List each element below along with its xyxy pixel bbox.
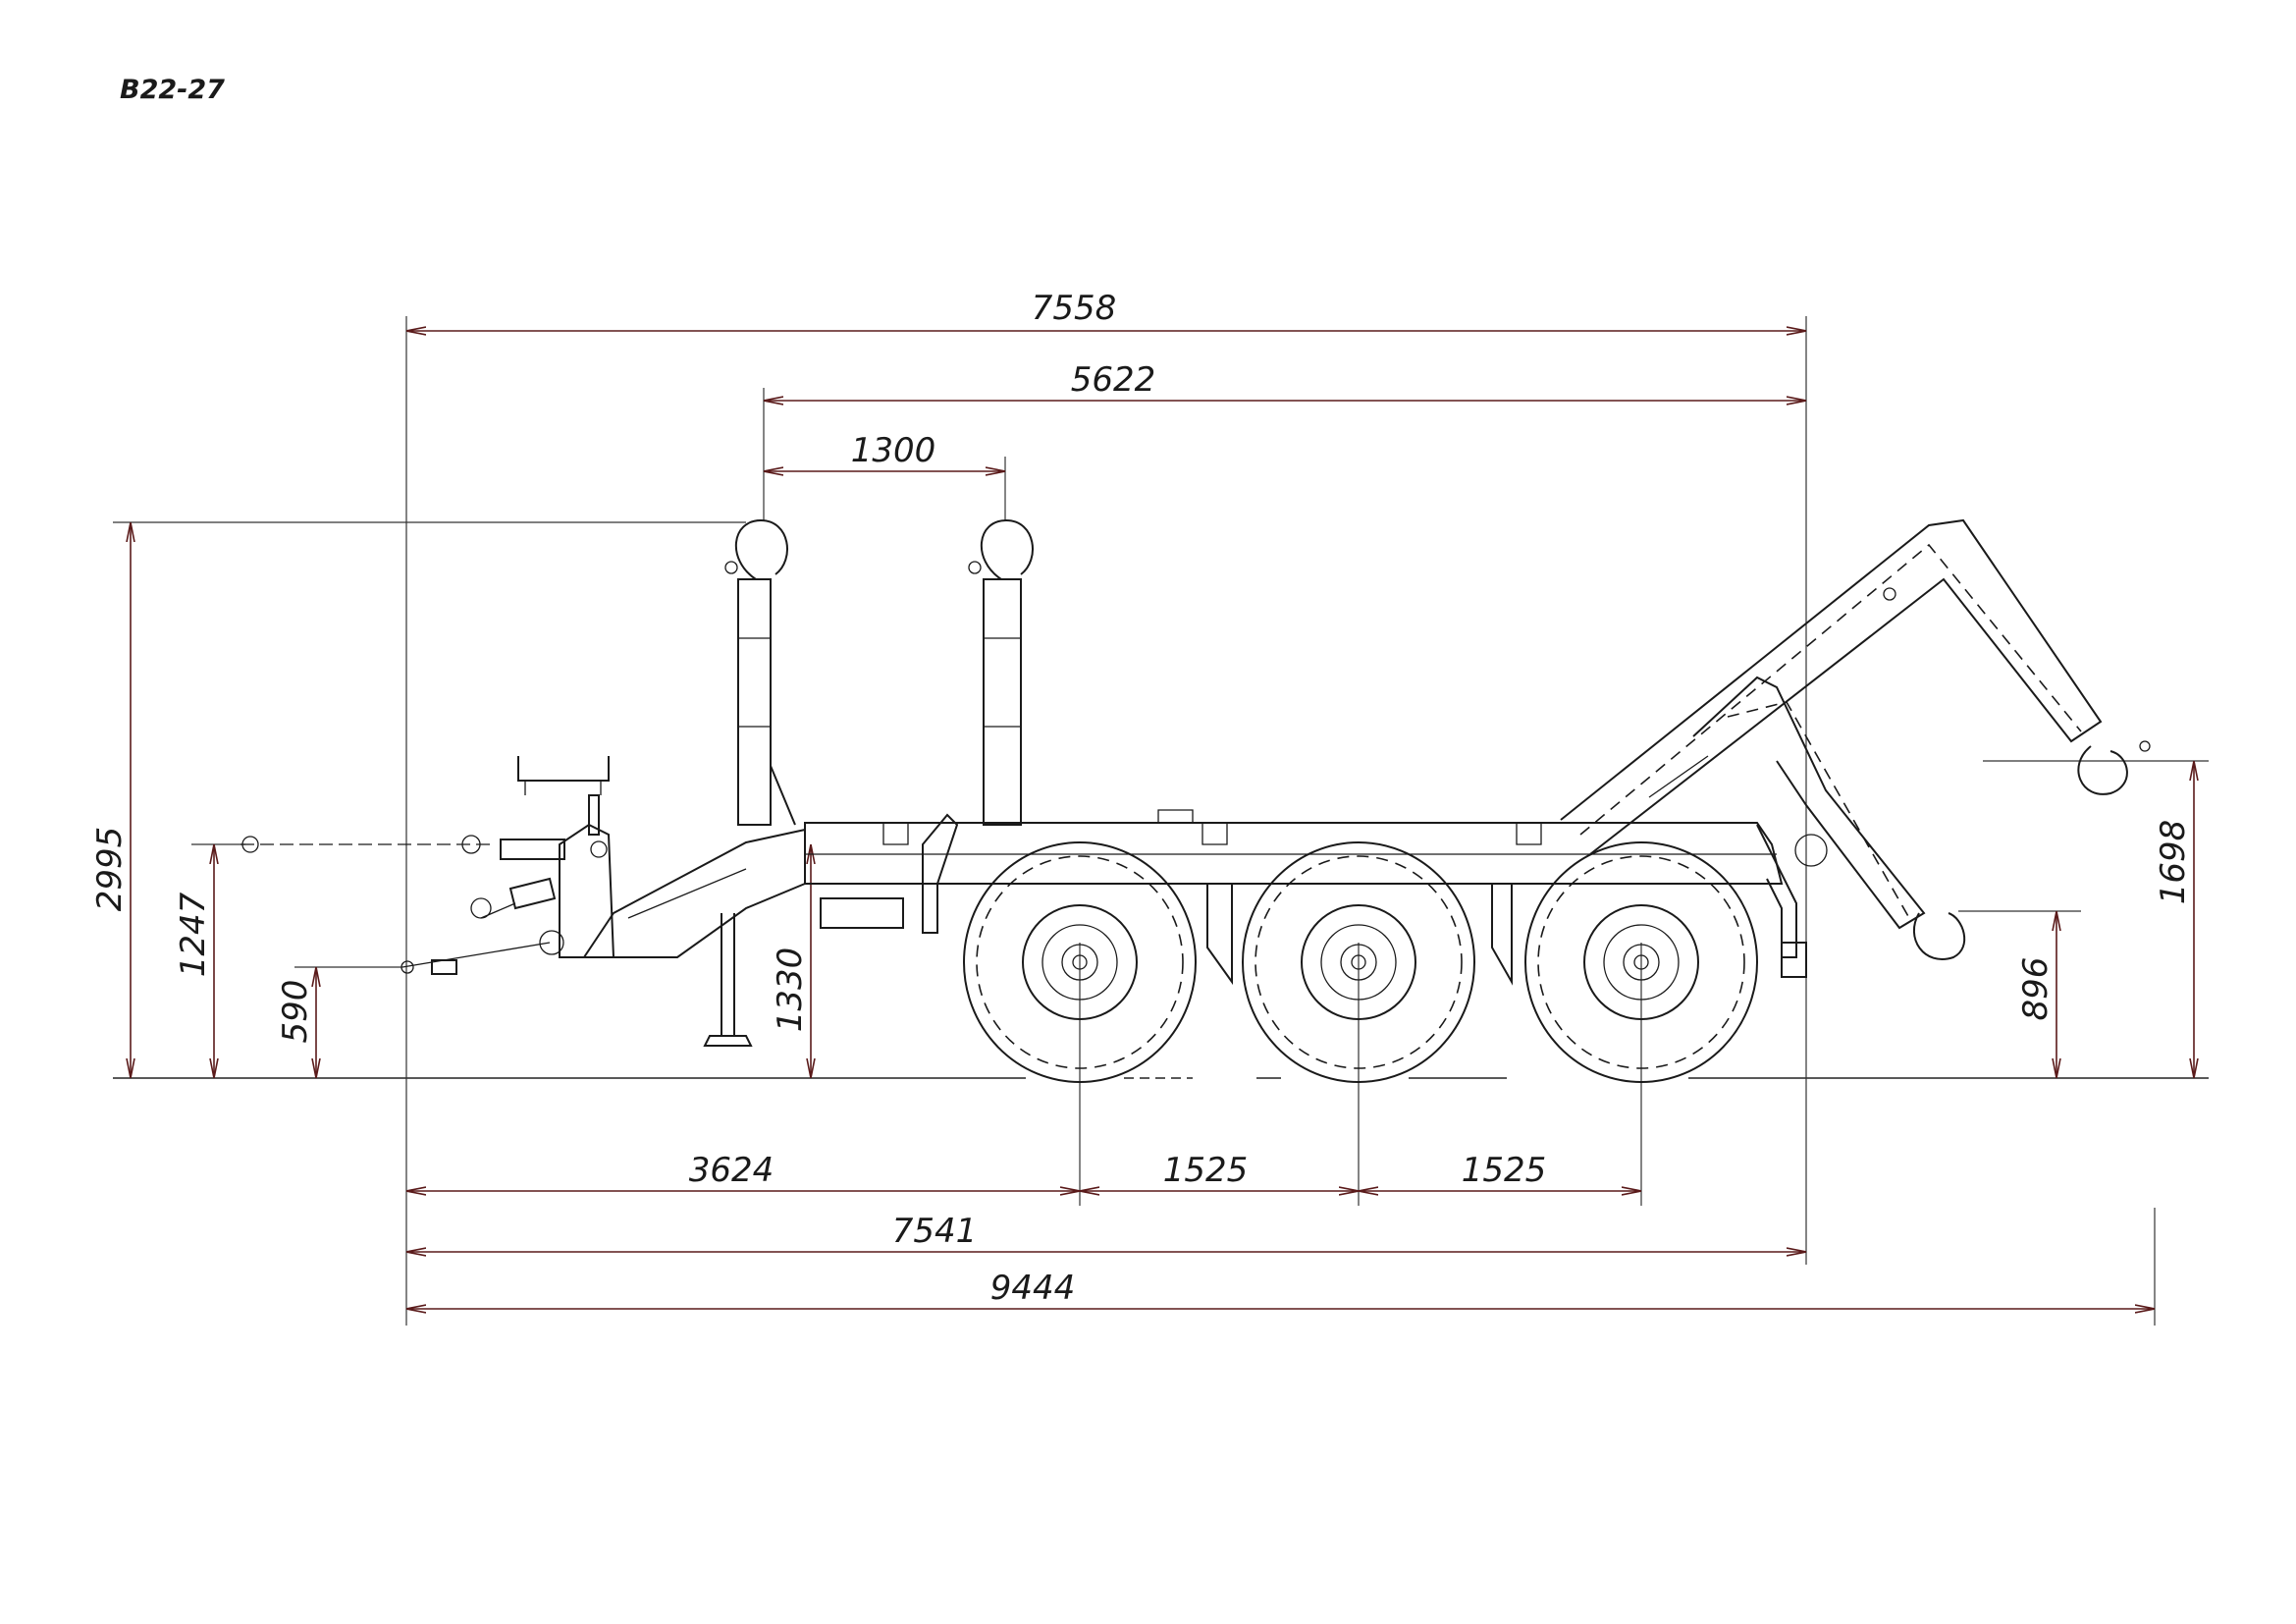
dimension-overall-top: 7558	[406, 289, 1806, 331]
wheel-axle-3	[1524, 841, 1758, 1083]
wheel-axle-2	[1242, 841, 1475, 1083]
dim-1300-label: 1300	[851, 431, 936, 470]
dim-1330-label: 1330	[771, 947, 810, 1033]
lifting-arm	[1560, 518, 2151, 960]
dim-7541-label: 7541	[892, 1212, 978, 1251]
dimension-front-to-axle1: 3624	[406, 1151, 1080, 1191]
dim-1525a-label: 1525	[1163, 1151, 1249, 1190]
wheel-axle-1	[963, 841, 1197, 1083]
dimension-hitch-height: 590	[276, 967, 316, 1078]
dimension-hook-spacing: 1300	[764, 431, 1005, 471]
dimension-frame-length: 7541	[406, 1212, 1806, 1252]
dimension-frame-height: 1330	[771, 844, 811, 1078]
drawing-id: B22-27	[120, 75, 225, 105]
extension-lines	[113, 316, 2209, 1326]
dim-5622-label: 5622	[1071, 360, 1156, 400]
trailer-frame	[240, 518, 1828, 1047]
dimension-axle2-to-axle3: 1525	[1359, 1151, 1641, 1191]
dim-3624-label: 3624	[689, 1151, 774, 1190]
dim-1247-label: 1247	[174, 892, 213, 977]
dim-1525b-label: 1525	[1462, 1151, 1547, 1190]
dim-896-label: 896	[2016, 957, 2056, 1021]
dim-1698-label: 1698	[2154, 820, 2193, 905]
dimension-total-height: 2995	[90, 522, 131, 1078]
dim-2995-label: 2995	[90, 827, 130, 912]
dimension-axle1-to-axle2: 1525	[1080, 1151, 1359, 1191]
dimension-hook-tip-height: 1698	[2154, 761, 2194, 1078]
dimension-hooks-span: 5622	[764, 360, 1806, 401]
dimension-overall-length: 9444	[406, 1269, 2155, 1309]
dimension-lower-hook-height: 896	[2016, 911, 2056, 1078]
dim-7558-label: 7558	[1032, 289, 1117, 328]
dim-590-label: 590	[276, 980, 315, 1044]
dimension-drawbar-height: 1247	[174, 844, 214, 1078]
dim-9444-label: 9444	[990, 1269, 1076, 1308]
